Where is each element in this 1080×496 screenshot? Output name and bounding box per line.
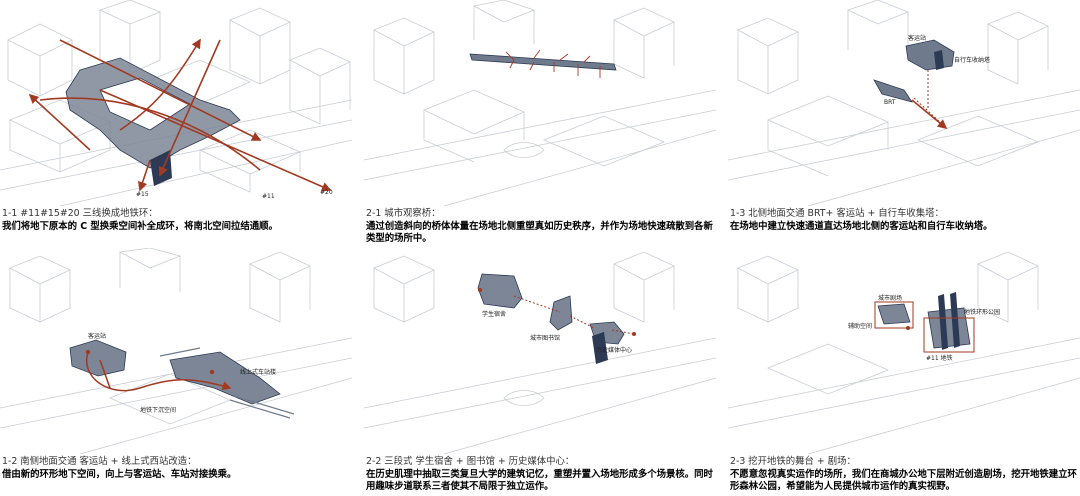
panel-2-3-title: 2-3 挖开地铁的舞台 + 剧场： [730,456,1080,469]
node-dot [906,326,910,330]
panel-1-1-title: 1-1 #11#15#20 三线换成地铁环： [2,208,352,221]
context-buildings [364,0,716,206]
panel-1-1: #15 #11 #20 1-1 #11#15#20 三线换成地铁环： 我们将地下… [0,0,352,245]
label-underground-space: 地铁下沉空间 [140,406,176,414]
elevated-station [170,352,280,404]
context-buildings [0,0,352,206]
panel-1-3-illustration: 客运站 自行车收纳塔 BRT [728,0,1080,206]
label-line-11: #11 地铁 [926,354,953,362]
label-student-dorm: 学生宿舍 [482,310,506,318]
panel-2-2-illustration: 学生宿舍 城市图书馆 历史媒体中心 [364,248,716,454]
context-buildings [728,0,1080,206]
panel-2-1-illustration [364,0,716,206]
panel-1-3-caption: 1-3 北侧地面交通 BRT+ 客运站 + 自行车收集塔： 在场地中建立快速通道… [730,208,1080,233]
label-bike-tower: 自行车收纳塔 [954,56,990,64]
label-brt: BRT [884,99,896,106]
label-subway-park: 地铁环形公园 [964,308,1000,316]
panel-1-1-illustration: #15 #11 #20 [0,0,352,206]
panel-1-2: 客运站 线上式车站楼 地铁下沉空间 1-2 南侧地面交通 客运站 + 线上式西站… [0,248,352,493]
panel-1-2-desc: 借由新的环形地下空间，向上与客运站、车站对接换乘。 [2,469,352,482]
label-support-space: 辅助空间 [848,322,872,330]
panel-2-3-illustration: 城市剧场 辅助空间 地铁环形公园 #11 地铁 [728,248,1080,454]
link-arrow [912,100,946,128]
panel-2-3: 城市剧场 辅助空间 地铁环形公园 #11 地铁 2-3 挖开地铁的舞台 + 剧场… [728,248,1080,493]
node-dot [86,350,90,354]
panel-2-2-caption: 2-2 三段式 学生宿舍 + 图书馆 + 历史媒体中心： 在历史肌理中抽取三类复… [366,456,716,494]
link-dash [914,70,942,124]
context-buildings [364,252,716,454]
label-city-theater: 城市剧场 [878,294,902,302]
node-dot [210,370,214,374]
panel-2-2: 学生宿舍 城市图书馆 历史媒体中心 2-2 三段式 学生宿舍 + 图书馆 + 历… [364,248,716,493]
bus-terminal [906,40,954,70]
node-dot [478,288,482,292]
city-theater [878,304,910,324]
panel-2-3-desc: 不愿意忽视真实运作的场所，我们在商城办公地下层附近创造剧场，挖开地铁建立环形森林… [730,469,1080,494]
context-buildings [0,248,352,454]
panel-1-2-title: 1-2 南侧地面交通 客运站 + 线上式西站改造： [2,456,352,469]
label-line-20: #20 [320,189,333,196]
bus-terminal [70,340,126,376]
context-buildings [728,252,1080,454]
panel-2-1-title: 2-1 城市观察桥： [366,208,716,221]
panel-1-1-desc: 我们将地下原本的 C 型换乘空间补全成环，将南北空间拉结通顺。 [2,221,352,234]
panel-2-1: 2-1 城市观察桥： 通过创造斜向的桥体体量在场地北侧重塑真如历史秩序，并作为场… [364,0,716,245]
panel-1-1-caption: 1-1 #11#15#20 三线换成地铁环： 我们将地下原本的 C 型换乘空间补… [2,208,352,233]
student-dorm [478,274,522,308]
panel-1-2-illustration: 客运站 线上式车站楼 地铁下沉空间 [0,248,352,454]
panel-2-2-desc: 在历史肌理中抽取三类复旦大学的建筑记忆，重塑并置入场地形成多个场景核。同时用趣味… [366,469,716,494]
label-bus-terminal: 客运站 [908,34,926,42]
panel-2-2-title: 2-2 三段式 学生宿舍 + 图书馆 + 历史媒体中心： [366,456,716,469]
label-line-15: #15 [136,191,149,198]
label-media-center: 历史媒体中心 [596,346,632,354]
node-dot [632,332,636,336]
panel-2-1-desc: 通过创造斜向的桥体体量在场地北侧重塑真如历史秩序，并作为场地快速疏散到各新类型的… [366,221,716,246]
panel-1-3: 客运站 自行车收纳塔 BRT 1-3 北侧地面交通 BRT+ 客运站 + 自行车… [728,0,1080,245]
panel-1-2-caption: 1-2 南侧地面交通 客运站 + 线上式西站改造： 借由新的环形地下空间，向上与… [2,456,352,481]
label-bus-terminal: 客运站 [88,332,106,340]
panel-1-3-title: 1-3 北侧地面交通 BRT+ 客运站 + 自行车收集塔： [730,208,1080,221]
label-elevated-station: 线上式车站楼 [240,368,276,376]
panel-2-1-caption: 2-1 城市观察桥： 通过创造斜向的桥体体量在场地北侧重塑真如历史秩序，并作为场… [366,208,716,246]
city-library [550,296,572,330]
observation-bridge [470,54,616,70]
label-city-library: 城市图书馆 [530,334,560,342]
panel-1-3-desc: 在场地中建立快速通道直达场地北侧的客运站和自行车收纳塔。 [730,221,1080,234]
panel-2-3-caption: 2-3 挖开地铁的舞台 + 剧场： 不愿意忽视真实运作的场所，我们在商城办公地下… [730,456,1080,494]
label-line-11: #11 [262,193,275,200]
